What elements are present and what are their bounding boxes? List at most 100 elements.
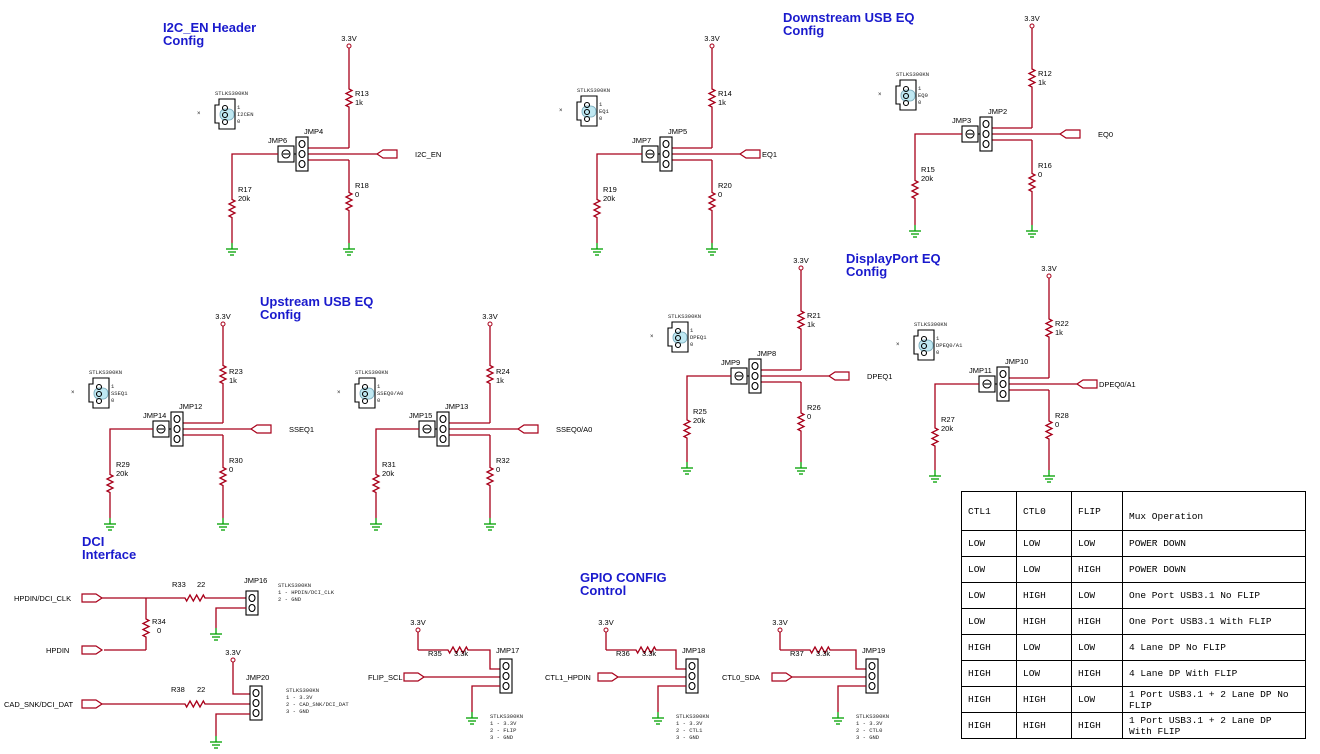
cell-flip: HIGH [1071, 556, 1123, 583]
cell-flip: LOW [1071, 582, 1123, 609]
table-header-flip: FLIP [1071, 491, 1123, 531]
cell-ctl0: LOW [1016, 660, 1072, 687]
jumper-ref: JMP20 [246, 673, 269, 682]
cell-ctl1: HIGH [961, 634, 1017, 661]
resistor-top [707, 48, 717, 148]
port-cad-snk-dci-dat [81, 699, 104, 709]
wire-left [375, 428, 419, 449]
header-part: STLKS300KN [286, 687, 319, 694]
resistor-top [1027, 28, 1037, 128]
jumper-note: 3 - GND [856, 734, 880, 741]
header-part: STLKS300KN [914, 321, 947, 328]
cell-mux: POWER DOWN [1122, 556, 1306, 583]
ground-symbol [652, 712, 664, 725]
resistor-top [218, 326, 228, 423]
header-side-mark: × [337, 390, 341, 396]
header-note-2: I2CEN [237, 111, 254, 118]
resistor-left-value: 20k [941, 424, 953, 433]
jumper-note: 3 - GND [676, 734, 700, 741]
resistor-bottom-value: 0 [1055, 420, 1059, 429]
resistor-pullup [802, 645, 838, 655]
jumper-gpio [865, 658, 879, 694]
jumper-3pin [979, 116, 993, 152]
jumper-note: 3 - GND [286, 708, 310, 715]
cell-ctl0: HIGH [1016, 608, 1072, 635]
section-subtitle-i2c: Config [163, 33, 204, 48]
ground-symbol [591, 243, 603, 256]
power-3v3: 3.3V [772, 618, 788, 633]
cell-ctl1: HIGH [961, 660, 1017, 687]
net-label: EQ1 [762, 150, 777, 159]
jumper-note: 2 - GND [278, 596, 302, 603]
header-icon [667, 321, 689, 353]
header-note-3: 0 [918, 99, 921, 106]
header-note-1: 1 [377, 383, 381, 390]
header-icon [913, 329, 935, 361]
jumper-3pin [996, 366, 1010, 402]
ground-symbol [210, 736, 222, 749]
wire [837, 685, 866, 712]
resistor-ref: R35 [428, 649, 442, 658]
header-note-1: 1 [918, 85, 922, 92]
ground-symbol [466, 712, 478, 725]
power-label: 3.3V [1024, 14, 1039, 23]
header-note-1: 1 [936, 335, 940, 342]
resistor-top-ref: R21 [807, 311, 821, 320]
gpio-port-1 [597, 672, 620, 682]
cell-mux: One Port USB3.1 No FLIP [1122, 582, 1306, 609]
section-subtitle-ds: Config [783, 23, 824, 38]
net-label: EQ0 [1098, 130, 1113, 139]
jumper-jmp16 [245, 590, 259, 616]
resistor-top [1044, 278, 1054, 378]
resistor-pullup [440, 645, 476, 655]
resistor-r34 [141, 606, 151, 650]
wire [657, 685, 686, 712]
ground-symbol [104, 518, 116, 531]
resistor-bottom-value: 0 [496, 465, 500, 474]
jumper-note: 2 - CTL1 [676, 727, 703, 734]
resistor-value: 0 [157, 626, 161, 635]
resistor-left-value: 20k [603, 194, 615, 203]
net-label-hpdin-dci-clk: HPDIN/DCI_CLK [14, 594, 71, 603]
resistor-bottom [218, 435, 228, 518]
resistor-bottom [344, 160, 354, 243]
resistor-left [371, 449, 381, 518]
header-note-2: SSEQ0/A0 [377, 390, 403, 397]
header-part: STLKS300KN [490, 713, 523, 720]
gpio-net-label: CTL1_HPDIN [545, 673, 591, 682]
header-side-mark: × [71, 390, 75, 396]
cell-ctl0: HIGH [1016, 686, 1072, 713]
cell-mux: 1 Port USB3.1 + 2 Lane DP With FLIP [1122, 712, 1306, 739]
header-part: STLKS300KN [215, 90, 248, 97]
ground-symbol [681, 462, 693, 475]
jumper-3pin [748, 358, 762, 394]
resistor-pullup [628, 645, 664, 655]
header-part: STLKS300KN [355, 369, 388, 376]
resistor-value: 22 [197, 685, 205, 694]
header-part: STLKS300KN [856, 713, 889, 720]
net-label: DPEQ1 [867, 372, 892, 381]
wire [215, 607, 246, 628]
jumper-ref: JMP13 [445, 402, 468, 411]
jumper-ref: JMP16 [244, 576, 267, 585]
jumper-note: 1 - 3.3V [856, 720, 883, 727]
table-header-ctl1: CTL1 [961, 491, 1017, 531]
section-subtitle-dp: Config [846, 264, 887, 279]
jumper-note: 2 - FLIP [490, 727, 516, 734]
table-header-ctl0: CTL0 [1016, 491, 1072, 531]
jumper-shunt [418, 420, 436, 438]
net-port-5 [827, 371, 850, 381]
resistor-left [910, 154, 920, 225]
ground-symbol [706, 243, 718, 256]
header-icon [88, 377, 110, 409]
power-label: 3.3V [225, 648, 240, 657]
header-part: STLKS300KN [89, 369, 122, 376]
header-note-3: 0 [111, 397, 114, 404]
jumper-note: 1 - 3.3V [676, 720, 703, 727]
power-label: 3.3V [215, 312, 230, 321]
wire [471, 685, 500, 712]
